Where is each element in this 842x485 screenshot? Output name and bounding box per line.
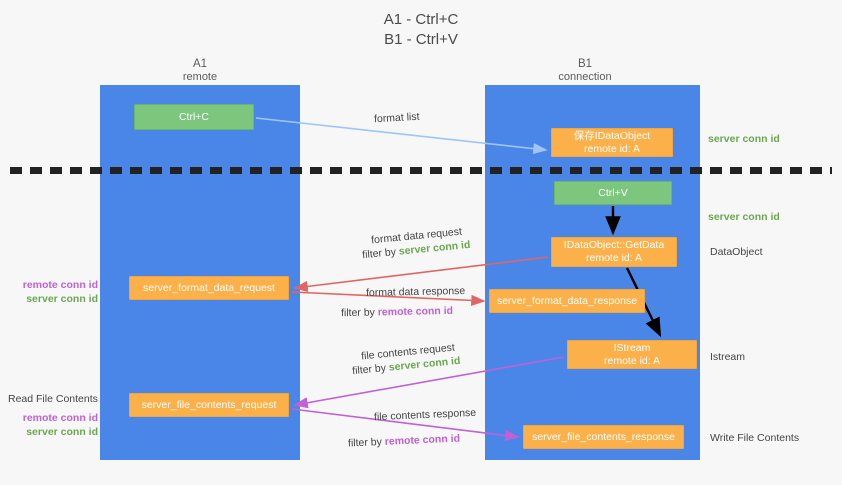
node-server-format-data-response-label: server_format_data_response [496,294,638,307]
filter-value-remote-conn-id: remote conn id [384,432,461,448]
edge-label-format-data-response: format data response [365,284,466,300]
annotation-server-conn-id-1: server conn id [26,293,98,305]
node-server-file-contents-request[interactable]: server_file_contents_request [129,393,289,417]
filter-value-remote-conn-id: remote conn id [377,304,454,319]
edge-label-format-list: format list [373,110,420,126]
column-header-b1-role: connection [558,71,612,83]
annotation-read-file-contents: Read File Contents [8,393,98,405]
annotation-remote-conn-id-2: remote conn id [22,412,98,424]
column-header-b1: B1 connection [485,58,685,84]
column-header-a1: A1 remote [100,58,300,84]
edge-label-file-contents-response-filter: filter by remote conn id [348,432,461,451]
node-save-idataobject[interactable]: 保存IDataObject remote id: A [551,128,673,157]
node-ctrl-c-label: Ctrl+C [178,110,210,123]
title-line-2: B1 - Ctrl+V [384,31,458,48]
phase-separator-dashed-line [10,167,832,174]
annotation-dataobject: DataObject [710,246,763,258]
node-ctrl-v[interactable]: Ctrl+V [554,181,672,205]
column-header-a1-name: A1 [192,58,208,70]
node-istream-subtitle: remote id: A [603,354,661,367]
column-header-a1-role: remote [182,71,218,83]
node-idataobject-getdata-subtitle: remote id: A [585,252,643,264]
node-save-idataobject-subtitle: remote id: A [583,142,641,155]
node-server-format-data-response[interactable]: server_format_data_response [489,289,645,313]
filter-prefix: filter by [351,361,390,378]
node-server-format-data-request[interactable]: server_format_data_request [129,276,289,300]
node-server-format-data-request-label: server_format_data_request [143,281,275,294]
node-istream-title: IStream [613,341,651,354]
edge-label-format-data-response-filter: filter by remote conn id [341,304,453,320]
annotation-istream: Istream [710,351,746,363]
filter-prefix: filter by [361,245,400,262]
node-idataobject-getdata[interactable]: IDataObject::GetData remote id: A [551,237,677,267]
node-server-file-contents-response-label: server_file_contents_response [531,430,675,443]
node-idataobject-getdata-title: IDataObject::GetData [563,239,665,251]
node-server-file-contents-request-label: server_file_contents_request [141,398,277,411]
node-ctrl-v-label: Ctrl+V [598,186,628,199]
annotation-remote-conn-id-1: remote conn id [22,279,98,291]
annotation-conn-ids-file: remote conn id server conn id [10,411,98,439]
node-server-file-contents-response[interactable]: server_file_contents_response [523,425,684,449]
annotation-server-conn-id-2: server conn id [26,426,98,438]
filter-prefix: filter by [340,306,378,320]
edge-label-file-contents-response: file contents response [373,406,477,424]
annotation-server-conn-id-mid: server conn id [708,211,780,223]
filter-prefix: filter by [347,435,386,450]
node-save-idataobject-title: 保存IDataObject [573,129,651,142]
annotation-server-conn-id-top: server conn id [708,133,780,145]
column-header-b1-name: B1 [577,58,593,70]
node-ctrl-c[interactable]: Ctrl+C [134,104,254,130]
annotation-conn-ids-format: remote conn id server conn id [10,278,98,306]
title-line-1: A1 - Ctrl+C [383,11,459,28]
annotation-write-file-contents: Write File Contents [710,432,800,444]
diagram-title: A1 - Ctrl+C B1 - Ctrl+V [0,10,842,50]
node-istream[interactable]: IStream remote id: A [567,340,697,369]
